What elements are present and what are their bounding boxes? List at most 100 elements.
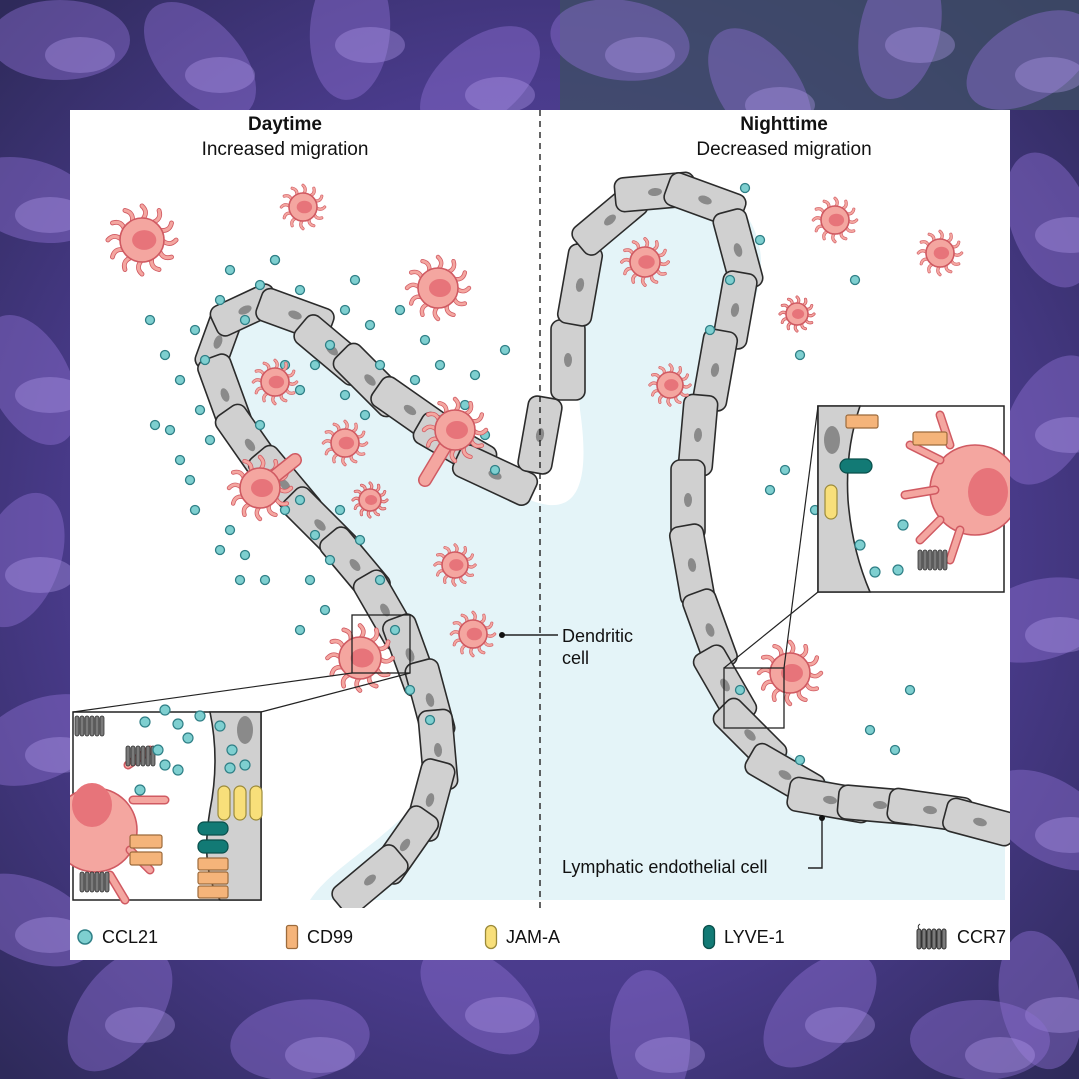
ccl21-dot (424, 714, 436, 726)
endothelial-cell (550, 319, 586, 401)
ccl21-dot (404, 684, 416, 696)
ccl21-dot (319, 604, 331, 616)
legend-label-jama: JAM-A (506, 926, 560, 947)
ccl21-dot (224, 524, 236, 536)
ccl21-dot (354, 534, 366, 546)
legend-item-jama: JAM-A (484, 924, 560, 950)
ccl21-dot (159, 349, 171, 361)
dendritic-cell (279, 183, 327, 231)
ccl21-dot (349, 274, 361, 286)
ccl21-dot (294, 624, 306, 636)
ccl21-dot (889, 744, 901, 756)
dendritic-cell (433, 543, 477, 587)
nighttime-title: Nighttime (740, 114, 828, 135)
ccl21-dot (259, 574, 271, 586)
ccl21-dot (339, 389, 351, 401)
ccl21-dot (794, 754, 806, 766)
dendritic-cell (105, 203, 179, 277)
dendritic-cell (756, 639, 824, 707)
endothelial-cell (942, 797, 1010, 847)
ccl21-swatch-icon (77, 929, 93, 945)
ccl21-dot (214, 544, 226, 556)
lymphatic-callout-dot (819, 815, 825, 821)
ccl21-dot (739, 182, 751, 194)
daytime-header: Daytime Increased migration (135, 113, 435, 163)
ccl21-dot (294, 384, 306, 396)
ccl21-dot (174, 374, 186, 386)
legend-label-lyve1: LYVE-1 (724, 926, 785, 947)
ccl21-dot (724, 274, 736, 286)
ccl21-dot (149, 419, 161, 431)
dendritic-callout-dot (499, 632, 505, 638)
nighttime-zoom-line (783, 405, 819, 669)
endothelial-cell (670, 459, 706, 541)
ccl21-dot (294, 494, 306, 506)
ccl21-dot (334, 504, 346, 516)
ccl21-dot (374, 359, 386, 371)
dendritic-cell (325, 623, 395, 693)
dendritic-cell (778, 295, 816, 333)
ccl21-dot (849, 274, 861, 286)
dendritic-cell (648, 363, 692, 407)
ccl21-dot (304, 574, 316, 586)
ccl21-dot (389, 624, 401, 636)
ccl21-dot (184, 474, 196, 486)
daytime-zoom-box (351, 614, 411, 674)
dendritic-cell (916, 229, 964, 277)
nighttime-header: Nighttime Decreased migration (634, 113, 934, 163)
endothelial-cell (331, 844, 409, 916)
ccl21-dot (864, 724, 876, 736)
lymphatic-lumen (197, 186, 1006, 900)
legend-item-ccr7: CCR7 (915, 923, 1006, 950)
dendritic-cell (811, 196, 859, 244)
ccl21-dot (254, 419, 266, 431)
legend-item-ccl21: CCL21 (76, 924, 158, 950)
ccl21-dot (324, 339, 336, 351)
daytime-inset (70, 614, 411, 905)
dendritic-cell (226, 453, 302, 522)
migration-diagram (70, 110, 1010, 916)
ccl21-dot (734, 684, 746, 696)
daytime-zoom-line (72, 672, 353, 713)
ccl21-dot (409, 374, 421, 386)
ccl21-dot (359, 409, 371, 421)
ccl21-dot (174, 454, 186, 466)
dendritic-cell (321, 419, 369, 467)
nighttime-zoom-line (723, 591, 819, 669)
ccl21-dot (224, 264, 236, 276)
dendritic-cell (251, 358, 299, 406)
endothelial-cell (556, 243, 604, 327)
ccl21-dot (309, 359, 321, 371)
daytime-title: Daytime (248, 114, 322, 135)
ccr7-swatch-icon (916, 923, 947, 950)
ccl21-dot (294, 284, 306, 296)
ccl21-dot (339, 304, 351, 316)
ccl21-dot (764, 484, 776, 496)
ccl21-dot (189, 324, 201, 336)
ccl21-dot (164, 424, 176, 436)
ccl21-dot (499, 344, 511, 356)
ccl21-dot (279, 504, 291, 516)
legend-label-cd99: CD99 (307, 926, 354, 947)
dendritic-cell (418, 396, 489, 487)
ccl21-dot (779, 464, 791, 476)
lymphatic-endothelial-label: Lymphatic endothelial cell (562, 857, 768, 877)
ccl21-dot (374, 574, 386, 586)
ccl21-dot (489, 464, 501, 476)
lymphatic-callout-line (808, 818, 823, 869)
daytime-zoom-line (260, 672, 411, 713)
endothelial-cell (677, 393, 719, 477)
ccl21-dot (459, 399, 471, 411)
ccl21-dot (269, 254, 281, 266)
ccl21-dot (754, 234, 766, 246)
dendritic-cell (620, 237, 670, 287)
ccl21-dot (144, 314, 156, 326)
ccl21-dot (309, 529, 321, 541)
dendritic-cell (449, 610, 497, 658)
nighttime-zoom-box (723, 667, 785, 729)
dendritic-cell (351, 481, 389, 519)
ccl21-dot (704, 324, 716, 336)
figure-panel: Daytime Increased migration Nighttime De… (70, 110, 1010, 960)
ccl21-dot (904, 684, 916, 696)
cd99-swatch-icon (285, 924, 299, 950)
